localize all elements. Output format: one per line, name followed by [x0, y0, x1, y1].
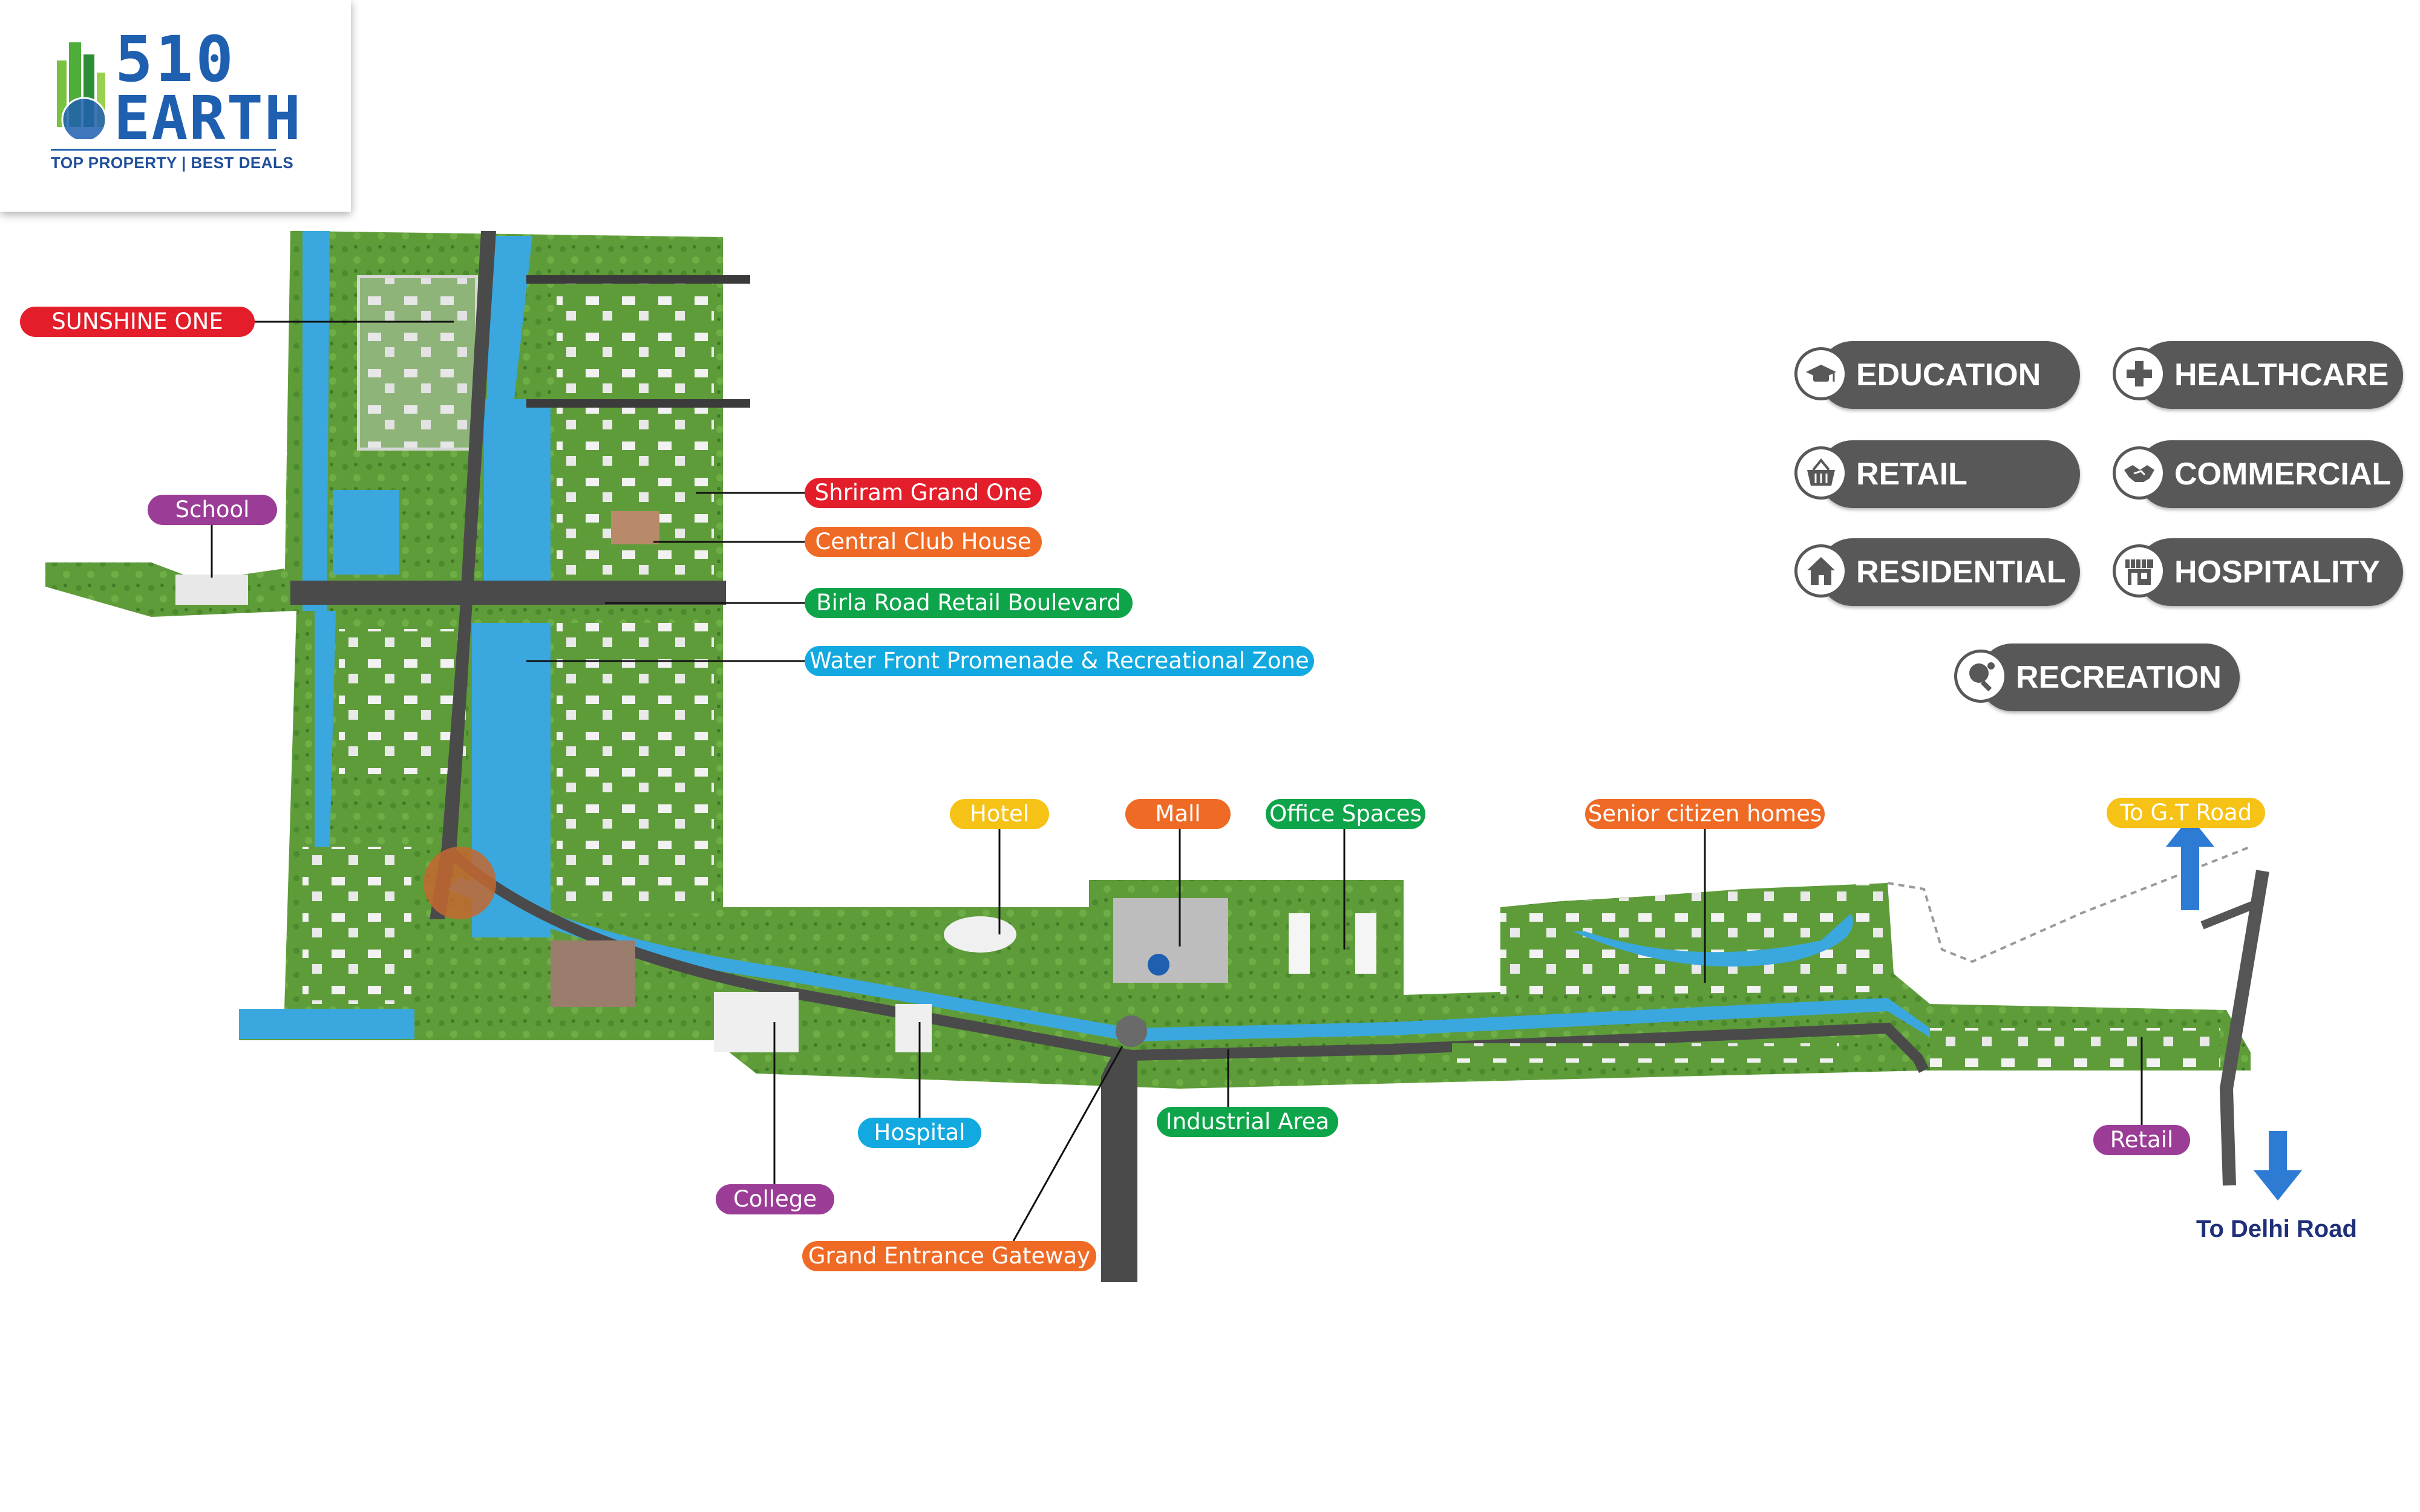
logo-word: EARTH	[114, 83, 302, 154]
label-hospital: Hospital	[858, 1118, 981, 1148]
medical-cross-icon	[2127, 361, 2152, 386]
label-mall: Mall	[1125, 799, 1231, 829]
legend-education-label: EDUCATION	[1856, 357, 2041, 393]
senior-homes-lake	[1573, 913, 1853, 967]
storefront-icon	[2125, 559, 2153, 585]
label-hotel: Hotel	[950, 799, 1049, 829]
north-roundabout	[424, 847, 496, 919]
gateway-roundabout	[1116, 1015, 1147, 1047]
school-parcel	[45, 562, 296, 617]
legend-healthcare-label: HEALTHCARE	[2174, 357, 2389, 393]
west-pond	[333, 490, 399, 575]
central-club-house-block	[557, 405, 714, 587]
south-canal	[239, 1009, 414, 1039]
label-to-gt-road: To G.T Road	[2107, 798, 2265, 828]
west-lower-block	[302, 847, 411, 1004]
ping-pong-paddle-icon	[1969, 662, 1995, 692]
label-retail: Retail	[2093, 1125, 2190, 1155]
shopping-basket-icon	[1807, 458, 1835, 486]
hotel-building	[944, 916, 1016, 953]
label-school: School	[148, 495, 277, 525]
to-delhi-road-arrow	[2254, 1131, 2302, 1201]
legend-retail: RETAIL	[1794, 440, 2080, 508]
label-senior-citizen-homes: Senior citizen homes	[1585, 799, 1825, 829]
legend-education: EDUCATION	[1794, 341, 2080, 409]
north-road-2	[526, 399, 750, 408]
label-office-spaces: Office Spaces	[1266, 799, 1425, 829]
graduation-cap-icon	[1806, 365, 1836, 382]
label-to-delhi-road: To Delhi Road	[2196, 1216, 2357, 1242]
label-birla-road-retail-boulevard: Birla Road Retail Boulevard	[805, 588, 1133, 618]
to-gt-road-arrow	[2166, 816, 2214, 910]
legend-healthcare: HEALTHCARE	[2113, 341, 2403, 409]
label-grand-entrance-gateway: Grand Entrance Gateway	[802, 1241, 1096, 1271]
vertical-road	[430, 231, 496, 919]
label-college: College	[716, 1184, 834, 1214]
gt-road	[2219, 870, 2269, 1186]
site-boundary	[1887, 846, 2251, 963]
legend-commercial: COMMERCIAL	[2113, 440, 2403, 508]
handshake-icon	[2124, 465, 2154, 482]
west-canal	[302, 231, 330, 611]
legend-residential: RESIDENTIAL	[1794, 538, 2080, 606]
north-lake	[484, 399, 551, 581]
brand-logo: 510 EARTH TOP PROPERTY | BEST DEALS	[0, 0, 351, 212]
leader-gateway	[1012, 1046, 1123, 1242]
label-shriram-grand-one: Shriram Grand One	[805, 478, 1042, 508]
legend-recreation: RECREATION	[1954, 644, 2240, 711]
legend-hospitality-label: HOSPITALITY	[2174, 555, 2380, 590]
shriram-grand-one-block	[557, 278, 714, 399]
south-residential-block	[557, 623, 714, 913]
west-residential-block	[339, 629, 466, 774]
mall-complex	[1113, 898, 1228, 983]
birla-road	[290, 581, 726, 605]
north-road	[526, 275, 750, 284]
west-canal-lower	[315, 611, 336, 847]
legend-hospitality: HOSPITALITY	[2113, 538, 2403, 606]
senior-homes-block	[1500, 883, 1888, 995]
house-icon	[1807, 557, 1835, 585]
industrial-row	[1452, 1043, 1839, 1063]
logo-tagline: TOP PROPERTY | BEST DEALS	[51, 154, 294, 172]
legend-residential-label: RESIDENTIAL	[1856, 555, 2066, 590]
sports-field	[551, 940, 635, 1007]
hospital-buildings	[895, 1004, 932, 1052]
east-retail-block	[1930, 1028, 2220, 1070]
logo-divider	[51, 149, 276, 151]
north-canal	[487, 236, 532, 399]
legend-commercial-label: COMMERCIAL	[2174, 457, 2392, 492]
label-industrial-area: Industrial Area	[1157, 1107, 1338, 1137]
logo-number: 510	[115, 22, 236, 96]
label-water-front-promenade: Water Front Promenade & Recreational Zon…	[805, 646, 1314, 676]
college-buildings	[714, 992, 799, 1052]
entrance-road	[1101, 1052, 1137, 1282]
legend-retail-label: RETAIL	[1856, 457, 1967, 492]
label-sunshine-one: SUNSHINE ONE	[20, 307, 255, 337]
skyline-globe-icon	[57, 42, 107, 139]
label-central-club-house: Central Club House	[805, 527, 1042, 557]
legend-recreation-label: RECREATION	[2016, 660, 2222, 695]
